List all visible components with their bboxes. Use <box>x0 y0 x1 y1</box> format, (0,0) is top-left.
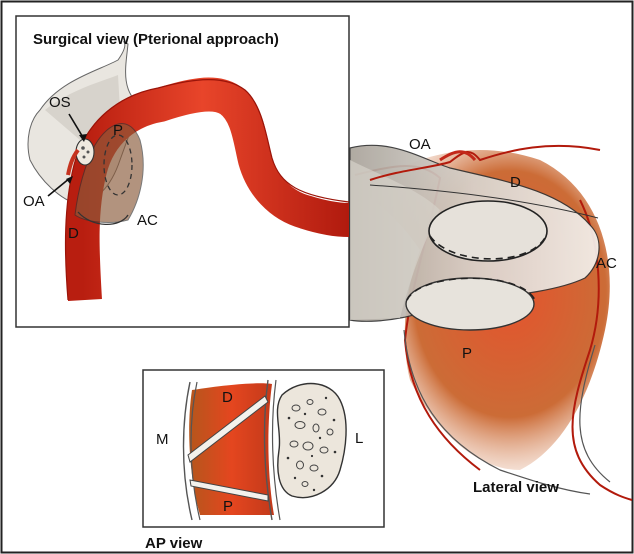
surgical-label-d: D <box>68 225 79 242</box>
surgical-label-oa: OA <box>23 193 45 210</box>
lateral-label-ac: AC <box>596 255 617 272</box>
surgical-label-p: P <box>113 122 123 139</box>
ap-label-m: M <box>156 431 169 448</box>
surgical-os-dot-2 <box>87 151 90 154</box>
ap-label-p: P <box>223 498 233 515</box>
ap-label-d: D <box>222 389 233 406</box>
ap-view: D M L P AP view <box>143 370 384 552</box>
ap-clinoid-bone <box>277 384 346 498</box>
surgical-os-dot-1 <box>81 146 85 150</box>
lateral-view-title: Lateral view <box>473 479 559 496</box>
surgical-os-dot-3 <box>83 156 86 159</box>
surgical-view-title: Surgical view (Pterional approach) <box>33 31 279 48</box>
lateral-proximal-ring <box>406 278 534 330</box>
ap-label-l: L <box>355 430 363 447</box>
ap-view-title: AP view <box>145 535 203 552</box>
surgical-label-ac: AC <box>137 212 158 229</box>
surgical-view: Surgical view (Pterional approach) OS P … <box>16 16 349 327</box>
lateral-distal-ring <box>429 201 547 261</box>
lateral-label-p: P <box>462 345 472 362</box>
surgical-label-os: OS <box>49 94 71 111</box>
lateral-label-d: D <box>510 174 521 191</box>
lateral-label-oa: OA <box>409 136 431 153</box>
